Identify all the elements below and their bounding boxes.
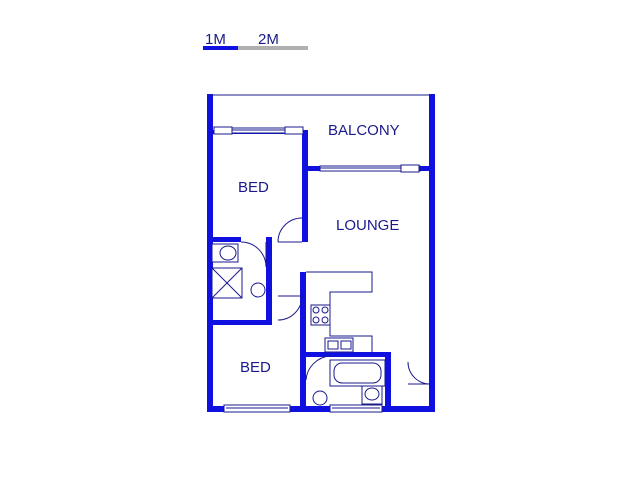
bathroom-1 bbox=[211, 243, 266, 299]
door-bed-bottom bbox=[277, 295, 303, 321]
room-label-lounge: LOUNGE bbox=[336, 217, 399, 234]
scale-bar: 1M 2M bbox=[203, 31, 308, 50]
room-label-balcony: BALCONY bbox=[328, 122, 400, 139]
door-bed2-entry bbox=[305, 355, 331, 381]
wall-bed-lounge bbox=[302, 130, 308, 242]
room-label-bed-top: BED bbox=[238, 179, 269, 196]
wall-bottom bbox=[207, 406, 435, 412]
kitchen bbox=[306, 271, 373, 353]
basin-icon bbox=[250, 282, 266, 298]
toilet-2-icon bbox=[361, 385, 383, 405]
basin-2-icon bbox=[312, 390, 328, 406]
doors bbox=[240, 217, 431, 385]
stove-icon bbox=[310, 304, 331, 326]
wall-bath-top-left bbox=[210, 237, 241, 242]
bathtub-icon bbox=[329, 359, 386, 387]
sink-icon bbox=[324, 337, 354, 353]
windows bbox=[213, 126, 421, 413]
wall-bath-right bbox=[266, 237, 272, 325]
wall-bed-bottom-right bbox=[300, 272, 306, 408]
wall-right bbox=[429, 94, 435, 412]
outer-walls bbox=[207, 94, 435, 412]
bathroom-2 bbox=[312, 359, 386, 406]
wall-left bbox=[207, 94, 213, 412]
toilet-icon bbox=[211, 243, 239, 263]
scale-segment-1m bbox=[203, 46, 238, 50]
room-label-bed-bottom: BED bbox=[240, 359, 271, 376]
scale-label-1m: 1M bbox=[205, 31, 226, 48]
wall-bath2-right bbox=[385, 352, 391, 408]
scale-segment-2m bbox=[238, 46, 308, 50]
wall-bath2-top bbox=[300, 352, 390, 357]
door-bed-top bbox=[277, 217, 303, 243]
door-bath bbox=[240, 241, 267, 268]
scale-label-2m: 2M bbox=[258, 31, 279, 48]
wall-bath-bottom bbox=[210, 320, 272, 325]
kitchen-counter bbox=[306, 271, 373, 352]
door-bath2 bbox=[407, 361, 431, 385]
